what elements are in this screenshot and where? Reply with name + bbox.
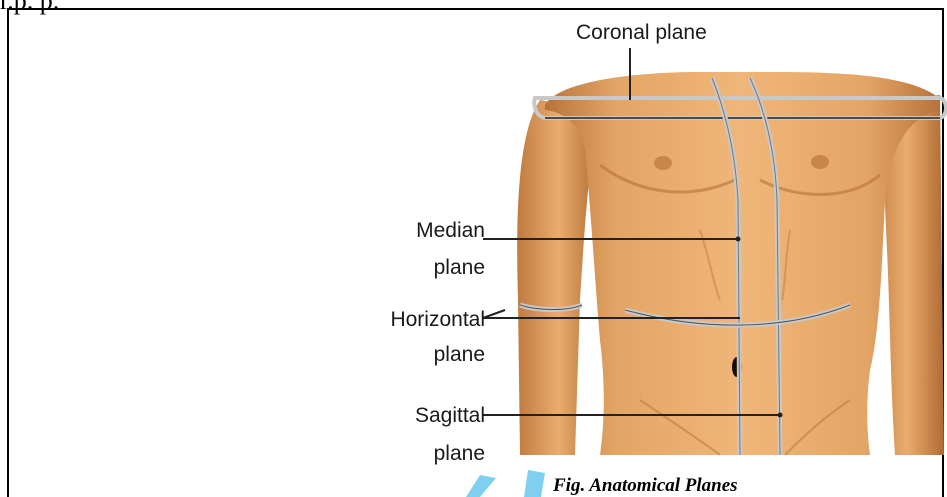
figure-caption: Fig. Anatomical Planes — [553, 475, 738, 497]
median-plane-label-line2: plane — [405, 256, 485, 280]
right-nipple — [811, 155, 829, 169]
sagittal-plane-label-line2: plane — [405, 442, 485, 466]
blue-accent-left — [466, 475, 496, 497]
blue-accent-right — [524, 470, 545, 497]
horizontal-plane-label-line2: plane — [405, 343, 485, 367]
median-plane-label-line1: Median — [405, 219, 485, 243]
sagittal-plane-label-line1: Sagittal — [395, 404, 485, 428]
horizontal-plane-label-line1: Horizontal — [375, 308, 485, 332]
left-nipple — [654, 156, 672, 170]
coronal-plane-label: Coronal plane — [576, 21, 707, 45]
